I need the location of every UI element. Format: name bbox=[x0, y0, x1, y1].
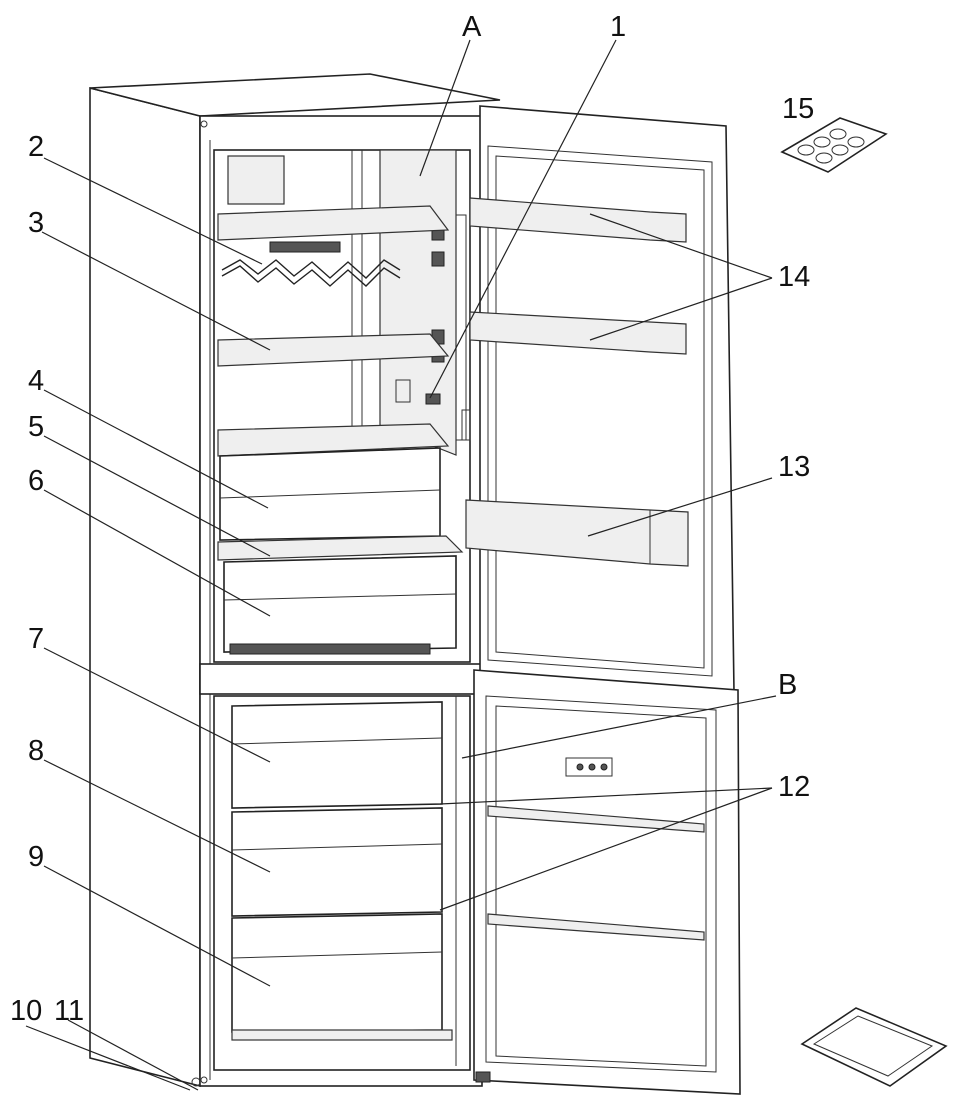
callout-labels: A 1 2 3 4 5 6 7 8 9 10 11 B 12 13 14 15 bbox=[10, 11, 814, 1027]
leader-lines bbox=[25, 39, 777, 1091]
ice-cube-tray bbox=[800, 1007, 948, 1087]
label-B: B bbox=[778, 669, 797, 701]
label-3: 3 bbox=[28, 207, 44, 239]
egg-tray bbox=[780, 117, 888, 173]
adjustable-foot bbox=[191, 1077, 201, 1087]
label-5: 5 bbox=[28, 411, 44, 443]
label-7: 7 bbox=[28, 623, 44, 655]
label-9: 9 bbox=[28, 841, 44, 873]
label-1: 1 bbox=[610, 11, 626, 43]
label-13: 13 bbox=[778, 451, 810, 483]
label-8: 8 bbox=[28, 735, 44, 767]
fridge-compartment bbox=[213, 149, 471, 663]
label-12: 12 bbox=[778, 771, 810, 803]
hinge-bottom bbox=[475, 1071, 491, 1083]
label-A: A bbox=[462, 11, 482, 43]
freezer-door bbox=[473, 669, 741, 1095]
label-10: 10 bbox=[10, 995, 42, 1027]
freezer-compartment bbox=[213, 695, 471, 1071]
label-2: 2 bbox=[28, 131, 44, 163]
fridge-door bbox=[465, 105, 735, 693]
label-14: 14 bbox=[778, 261, 810, 293]
label-11: 11 bbox=[54, 995, 84, 1027]
label-6: 6 bbox=[28, 465, 44, 497]
label-15: 15 bbox=[782, 93, 814, 125]
label-4: 4 bbox=[28, 365, 44, 397]
compartment-divider bbox=[199, 663, 483, 695]
